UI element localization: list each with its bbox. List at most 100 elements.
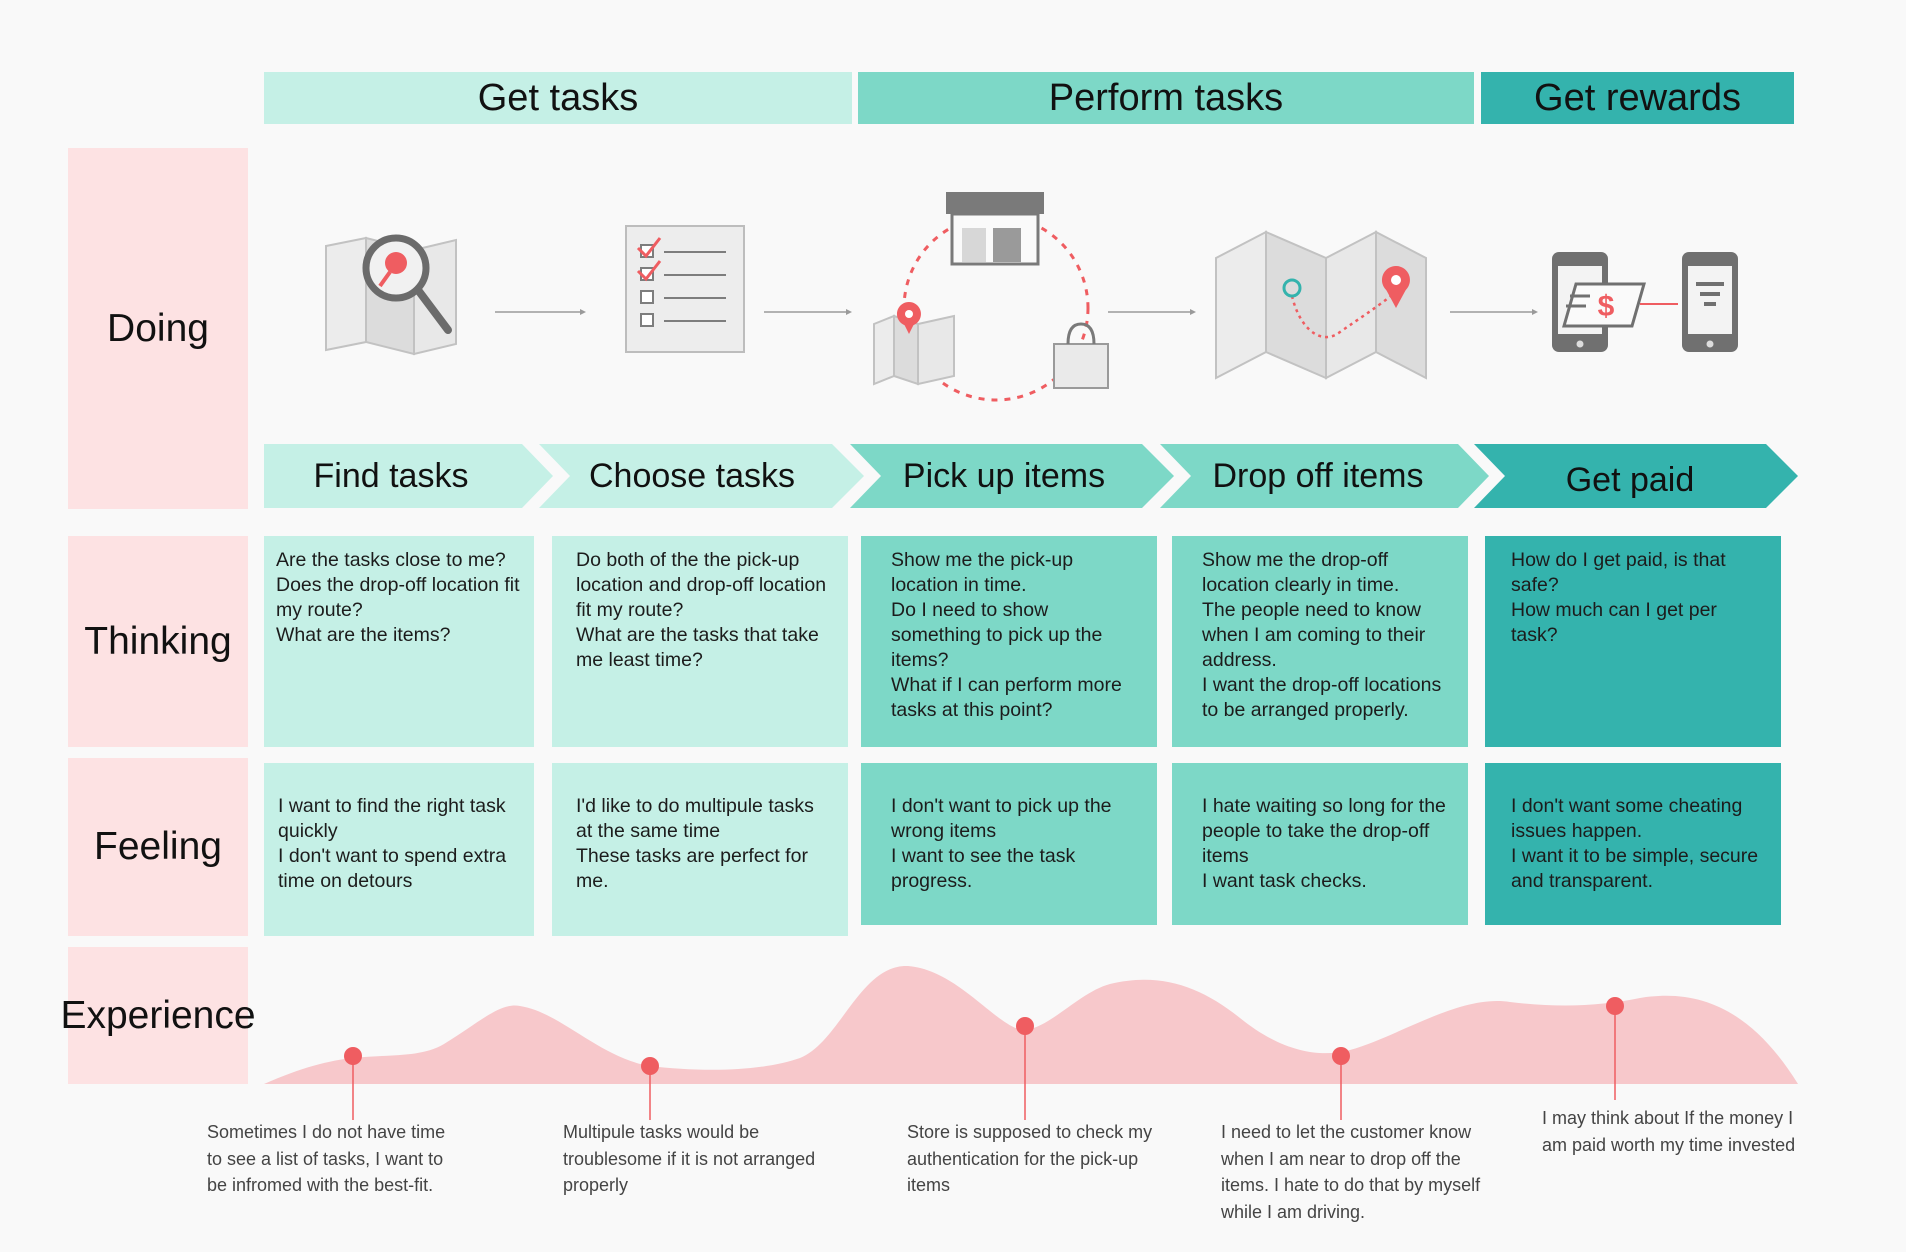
text-line: Does the drop-off location fit: [276, 574, 520, 596]
chevron-choose-tasks: [539, 444, 864, 508]
map-search-icon: [325, 234, 457, 356]
thinking-pick-up-items: Show me the pick-up location in time. Do I…: [861, 536, 1157, 747]
text-line: address.: [1202, 649, 1277, 671]
text-line: quickly: [278, 820, 338, 842]
text-line: I need to let the customer know: [1221, 1122, 1472, 1142]
text-line: Sometimes I do not have time: [207, 1122, 446, 1142]
text-line: items: [1202, 845, 1249, 867]
text-line: to see a list of tasks, I want to: [207, 1148, 444, 1169]
text-line: These tasks are perfect for: [576, 845, 808, 867]
row-label-feeling: Feeling: [68, 758, 248, 936]
text-line: items. I hate to do that by myself: [1221, 1175, 1481, 1195]
text-line: I want to see the task: [891, 845, 1076, 867]
text-line: tasks at this point?: [891, 699, 1053, 721]
text-line: I want task checks.: [1202, 870, 1367, 892]
text-line: am paid worth my time invested: [1542, 1134, 1796, 1155]
text-line: Show me the pick-up: [891, 549, 1074, 571]
text-line: The people need to know: [1202, 599, 1421, 621]
text-line: I don't want to spend extra: [278, 845, 507, 867]
experience-note-4: I need to let the customer know when I am…: [1221, 1119, 1521, 1225]
chevron-pick-up-items: [850, 444, 1174, 508]
text-line: Are the tasks close to me?: [276, 549, 506, 571]
text-line: Store is supposed to check my: [907, 1122, 1153, 1142]
feeling-pick-up-items: I don't want to pick up the wrong items I …: [861, 763, 1157, 925]
text-line: and transparent.: [1511, 870, 1654, 892]
phase-perform-tasks: Perform tasks: [858, 72, 1474, 124]
text-line: I want it to be simple, secure: [1511, 845, 1759, 867]
text-line: time on detours: [278, 870, 413, 892]
text-line: I may think about If the money I: [1542, 1108, 1794, 1128]
text-line: What are the items?: [276, 624, 451, 646]
text-line: Multipule tasks would be: [563, 1122, 760, 1142]
text-line: me.: [576, 870, 609, 892]
text-line: when I am near to drop off the: [1221, 1148, 1461, 1169]
text-line: location in time.: [891, 574, 1027, 596]
row-label-experience: Experience: [60, 947, 256, 1084]
text-line: to be arranged properly.: [1202, 699, 1409, 721]
text-line: I don't want to pick up the: [891, 795, 1112, 817]
text-line: Do both of the the pick-up: [576, 549, 800, 571]
experience-marker-4: [1332, 1047, 1350, 1120]
text-line: properly: [563, 1175, 629, 1195]
text-line: safe?: [1511, 574, 1559, 596]
text-line: I want the drop-off locations: [1202, 674, 1442, 696]
experience-marker-5: [1606, 997, 1624, 1100]
experience-note-3: Store is supposed to check my authenticat…: [907, 1119, 1207, 1199]
text-line: I want to find the right task: [278, 795, 506, 817]
text-line: Do I need to show: [891, 599, 1049, 621]
text-line: when I am coming to their: [1202, 624, 1426, 646]
text-line: be infromed with the best-fit.: [207, 1175, 434, 1195]
text-line: something to pick up the: [891, 624, 1103, 646]
experience-marker-3: [1016, 1017, 1034, 1120]
text-line: wrong items: [891, 820, 997, 842]
experience-note-1: Sometimes I do not have time to see a lis…: [207, 1119, 507, 1199]
text-line: people to take the drop-off: [1202, 820, 1430, 842]
svg-text:$: $: [1598, 290, 1615, 323]
text-line: my route?: [276, 599, 363, 621]
text-line: location clearly in time.: [1202, 574, 1400, 596]
text-line: while I am driving.: [1221, 1201, 1366, 1222]
chevron-get-paid: [1474, 444, 1798, 508]
phase-get-tasks: Get tasks: [264, 72, 852, 124]
text-line: items: [907, 1175, 951, 1195]
text-line: troublesome if it is not arranged: [563, 1148, 816, 1169]
text-line: progress.: [891, 870, 973, 892]
text-line: at the same time: [576, 820, 721, 842]
text-line: issues happen.: [1511, 820, 1643, 842]
text-line: fit my route?: [576, 599, 684, 621]
row-label-doing: Doing: [68, 148, 248, 509]
step-find-tasks: Find tasks: [313, 456, 469, 495]
feeling-get-paid: I don't want some cheating issues happen.…: [1485, 763, 1781, 925]
step-choose-tasks: Choose tasks: [589, 456, 795, 495]
experience-area: [264, 965, 1798, 1084]
feeling-find-tasks: I want to find the right task quickly I do…: [264, 763, 534, 936]
feeling-drop-off-items: I hate waiting so long for the people to …: [1172, 763, 1468, 925]
text-line: me least time?: [576, 649, 703, 671]
map-route-icon: [1215, 230, 1427, 380]
text-line: authentication for the pick-up: [907, 1148, 1139, 1169]
step-get-paid: Get paid: [1565, 460, 1695, 499]
experience-note-2: Multipule tasks would be troublesome if i…: [563, 1119, 863, 1199]
experience-note-5: I may think about If the money I am paid …: [1542, 1105, 1842, 1158]
text-line: task?: [1511, 624, 1558, 646]
chevron-drop-off-items: [1160, 444, 1489, 508]
text-line: I hate waiting so long for the: [1202, 795, 1446, 817]
step-pick-up-items: Pick up items: [902, 456, 1106, 495]
chevron-find-tasks: [264, 444, 553, 508]
text-line: I don't want some cheating: [1511, 795, 1743, 817]
store-pickup-cycle-icon: [873, 192, 1109, 402]
phase-get-rewards: Get rewards: [1481, 72, 1794, 124]
text-line: What are the tasks that take: [576, 624, 819, 646]
mobile-payment-icon: $: [1552, 252, 1738, 352]
text-line: items?: [891, 649, 949, 671]
thinking-find-tasks: Are the tasks close to me? Does the drop-…: [264, 536, 534, 747]
row-label-thinking: Thinking: [68, 536, 248, 747]
